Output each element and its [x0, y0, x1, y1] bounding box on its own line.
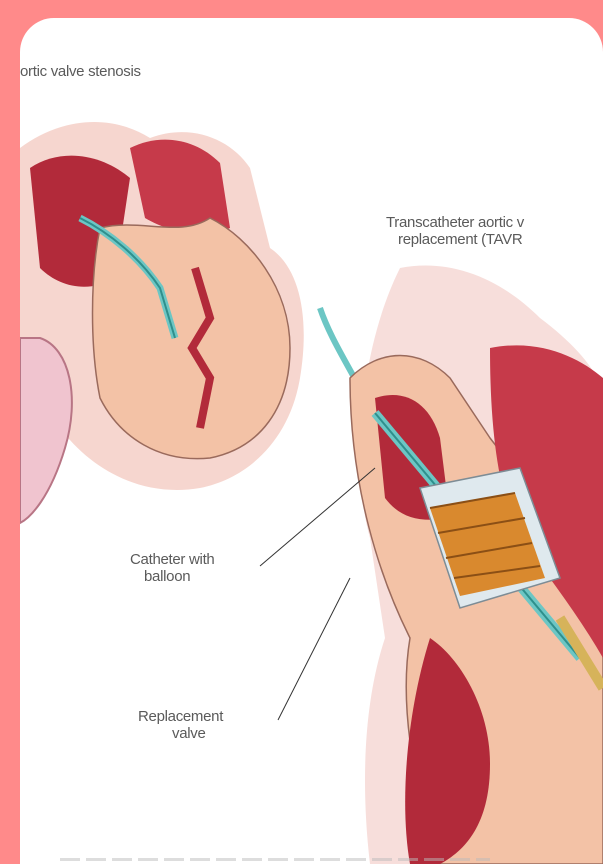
replacement-valve-label-line1: Replacement: [138, 708, 223, 725]
tavr-heart: [320, 265, 603, 864]
footer-divider: [60, 858, 490, 861]
stenotic-heart: [20, 122, 304, 523]
illustration-panel: ortic valve stenosis Transcatheter aorti…: [20, 18, 603, 864]
tavr-label-line1: Transcatheter aortic v: [386, 214, 524, 231]
catheter-label-line1: Catheter with: [130, 551, 214, 568]
tavr-label-line2: replacement (TAVR: [398, 231, 522, 248]
tavr-illustration: [20, 18, 603, 864]
aortic-valve-stenosis-label: ortic valve stenosis: [20, 63, 141, 80]
catheter-label-line2: balloon: [144, 568, 190, 585]
replacement-valve-label-line2: valve: [172, 725, 206, 742]
leader-lines: [260, 468, 375, 720]
